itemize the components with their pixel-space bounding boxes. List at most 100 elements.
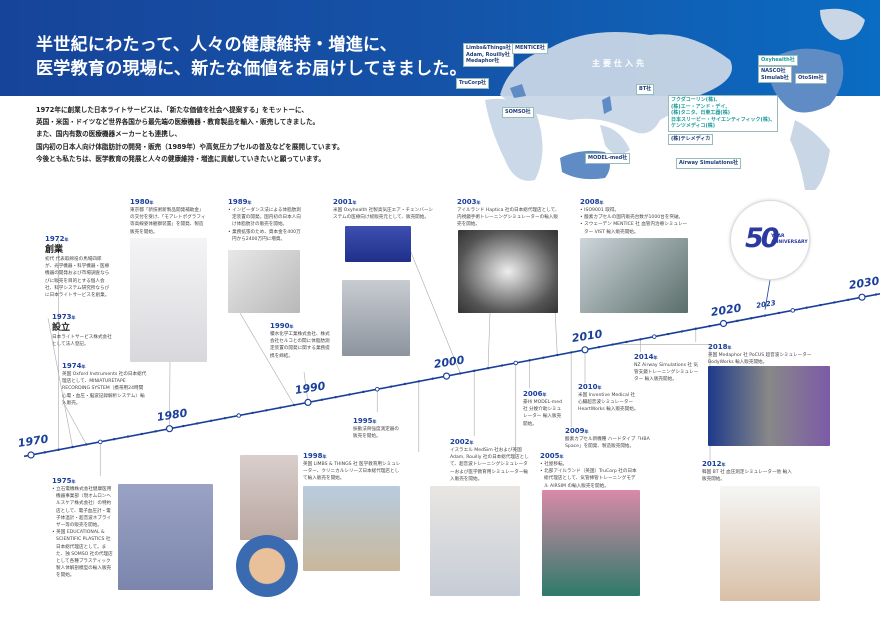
timeline-event-1989: 1989年• インピーダンス法による体脂肪測定装置の開発。国内初の日本人向け体脂…	[228, 198, 303, 243]
half-decade-marker	[97, 439, 103, 445]
photo-skull-model	[118, 484, 213, 590]
year-tick	[666, 332, 670, 336]
year-tick	[639, 338, 642, 341]
year-tick	[209, 419, 213, 423]
year-tick	[846, 298, 850, 302]
year-tick	[43, 451, 47, 454]
event-year: 1974年	[62, 362, 86, 370]
event-text: • ISO9001 取得。	[580, 208, 619, 213]
timeline-event-1973: 1973年設立日本ライトサービス株式会社として法人登記。	[52, 313, 112, 348]
half-decade-marker	[375, 387, 380, 392]
timeline-event-2010: 2010年米国 Inventive Medical 社 心臓超音波シミュレーター…	[578, 383, 640, 414]
headline-line: 半世紀にわたって、人々の健康維持・増進に、	[36, 35, 398, 55]
timeline-event-2001: 2001年米国 Oxyhealth 社製高気圧エア・チェンバーシステムの医療向け…	[333, 198, 433, 221]
photo-oxygen-capsule	[345, 226, 411, 262]
timeline-event-1995: 1995年振動法骨強度測定器の販売を開始。	[353, 417, 403, 440]
year-tick	[182, 424, 185, 428]
year-tick	[126, 435, 130, 438]
photo-airway-sim	[542, 490, 640, 596]
photo-ultrasound-sim	[430, 486, 520, 596]
year-tick	[625, 340, 628, 344]
event-text: 英国 Medaphor 社 PoCUS 超音波シミュレーター BodyWorks…	[708, 353, 812, 366]
event-text: 酸素カプセル新機種 ハードタイプ「HBA Space」を開発、製造販売開始。	[565, 437, 650, 450]
year-tick	[819, 303, 822, 307]
connector-line	[487, 312, 491, 369]
year-tick	[403, 382, 407, 386]
photo-vascular-sim	[580, 238, 688, 313]
supplier-label: MODEL-med社	[585, 153, 631, 164]
headline: 半世紀にわたって、人々の健康維持・増進に、 医学教育の現場に、新たな価値をお届け…	[36, 33, 467, 81]
year-tick	[500, 364, 504, 367]
supplier-label: BT社	[636, 84, 655, 95]
year-tick	[805, 306, 808, 309]
timeline-event-2009: 2009年酸素カプセル新機種 ハードタイプ「HBA Space」を開発、製造販売…	[565, 427, 655, 450]
year-tick	[736, 319, 739, 323]
timeline-event-2002: 2002年イスラエル MedSim 社および英国 Adam, Rouilly 社…	[450, 438, 530, 483]
year-tick	[265, 409, 268, 412]
connector-line	[239, 312, 295, 406]
event-year: 2014年	[634, 353, 658, 361]
year-tick	[57, 448, 60, 451]
supplier-label: MENTICE社	[512, 43, 548, 54]
year-tick	[251, 411, 254, 415]
year-tick	[389, 385, 393, 388]
intro-text: 1972年に創業した日本ライトサービスは、「新たな価値を社会へ提案する」をモット…	[36, 104, 344, 165]
supplier-label: Oxyhealth社	[758, 55, 798, 66]
timeline-event-2005: 2005年• 社屋移転。• 北部アイルランド（英国）TruCorp 社の日本総代…	[540, 452, 640, 490]
timeline-event-2018: 2018年英国 Medaphor 社 PoCUS 超音波シミュレーター Body…	[708, 343, 823, 366]
event-text: 英国 LIMBS & THINGS 社 医学教育用シミュレーター、クリニカルシリ…	[303, 462, 401, 482]
event-text: 豪州 MODEL-med 社 分娩介助シミュレーター 輸入販売開始。	[523, 400, 563, 427]
decade-marker	[442, 372, 451, 380]
photo-bodyworks	[708, 366, 830, 446]
event-year: 1990年	[270, 322, 294, 330]
supplier-label: TruCorp社	[456, 78, 490, 89]
event-year: 2005年	[540, 452, 564, 460]
event-text: 振動法骨強度測定器の販売を開始。	[353, 427, 399, 440]
year-tick	[85, 443, 88, 446]
year-tick	[154, 430, 157, 433]
event-year: 2018年	[708, 343, 732, 351]
supplier-label: Limbs&Things社 Adam, Rouilly社 Medaphor社	[463, 43, 514, 67]
year-tick	[431, 377, 434, 380]
year-tick	[833, 301, 836, 304]
supplier-label: Airway Simulations社	[676, 158, 742, 169]
event-year: 2001年	[333, 198, 357, 206]
year-tick	[556, 353, 559, 357]
year-tick	[320, 398, 324, 401]
event-year: 1980年	[130, 198, 154, 206]
year-tick	[459, 372, 462, 375]
year-tick	[140, 432, 143, 436]
year-tick	[112, 438, 116, 441]
event-text: 韓国 BT 社 血圧測定シミュレーター他 輸入販売開始。	[702, 470, 792, 483]
event-text: • 英国 EDUCATIONAL & SCIENTIFIC PLASTICS 社…	[52, 530, 113, 579]
year-tick	[71, 445, 74, 449]
year-tick	[597, 345, 601, 349]
photo-skin-pad	[236, 535, 298, 597]
year-tick	[750, 317, 753, 320]
decade-marker	[719, 319, 728, 328]
event-text: 米国 Inventive Medical 社 心臓超音波シミュレーター Hear…	[578, 393, 639, 413]
connector-line	[409, 249, 461, 374]
anniversary-text: YEAR ANNIVERSARY	[771, 234, 808, 245]
photo-posture-device	[130, 238, 207, 362]
timeline-event-2014: 2014年 NZ Airway Simulations 社 気管支鏡トレーニングシ…	[634, 353, 699, 384]
decade-marker	[304, 398, 312, 406]
intro-line: また、国内有数の医療機器メーカーとも連携し、	[36, 130, 182, 139]
year-tick	[569, 351, 573, 354]
half-decade-marker	[790, 308, 796, 313]
year-tick	[223, 416, 227, 420]
intro-line: 英国・米国・ドイツなど世界各国から最先端の医療機器・教育製品を輸入・販売してきま…	[36, 118, 320, 127]
event-text: • 立石電機株式会社健康医用機器事業部（現オムロンヘルスケア株式会社）の特約店と…	[52, 487, 112, 529]
year-tick	[611, 343, 614, 346]
year-tick	[680, 330, 684, 333]
event-text: NZ Airway Simulations 社 気管支鏡トレーニングシミュレータ…	[634, 363, 699, 383]
event-year: 1975年	[52, 477, 76, 485]
event-year: 2012年	[702, 460, 726, 468]
year-tick	[348, 393, 351, 396]
year-tick	[528, 359, 531, 362]
event-year: 2008年	[580, 198, 604, 206]
timeline-event-1990: 1990年積水化学工業株式会社、株式会社セルコとの間に体脂肪測定装置の開発に関す…	[270, 322, 332, 360]
connector-line	[764, 279, 771, 310]
connector-line	[303, 371, 309, 403]
